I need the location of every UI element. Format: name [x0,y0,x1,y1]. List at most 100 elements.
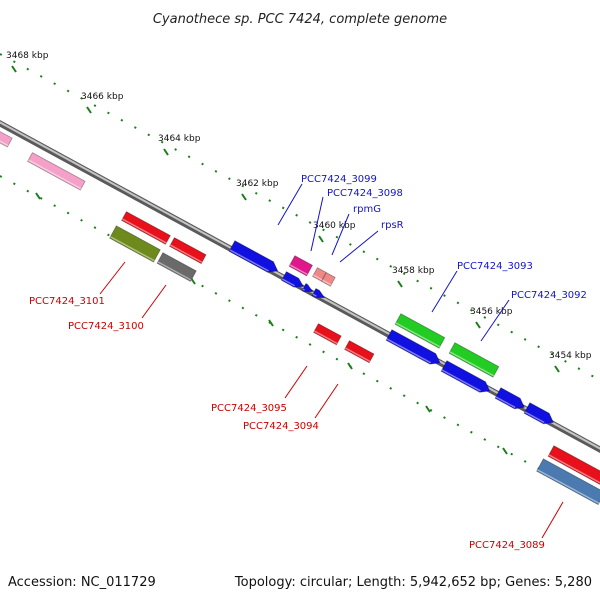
leader-pcc7424-3099 [277,183,303,226]
tick-dot [241,184,245,188]
tick-dot [523,460,527,463]
label-pcc7424-3100: PCC7424_3100 [68,321,144,332]
tick-dot [254,191,258,195]
tick-dot [133,126,137,129]
major-tick [554,365,560,373]
leader-pcc7424-3095 [284,365,308,399]
tick-dot [590,374,594,378]
tick-dot [281,206,285,210]
tick-dot [496,323,500,327]
tick-dot [295,213,298,217]
tick-dot [254,313,258,317]
gene-bar-blue [281,271,304,288]
tick-dot [402,272,406,276]
tick-label: 3460 kbp [313,221,356,231]
tick-dot [93,226,97,229]
label-rpsr: rpsR [381,220,404,231]
tick-label: 3468 kbp [6,51,49,61]
tick-dot [416,279,419,283]
tick-dot [308,221,312,224]
tick-dot [362,250,366,254]
tick-dot [228,299,231,303]
tick-dot [443,416,446,419]
tick-dot [322,350,325,354]
tick-dot [295,335,298,339]
tick-dot [483,438,487,441]
gene-bar-red [169,237,207,265]
tick-dot [26,67,30,71]
label-leader-lines [99,183,564,539]
major-tick [397,280,403,288]
major-tick [502,447,508,455]
gene-bar-pcc7424-3092 [448,342,500,378]
major-tick [86,106,92,114]
tick-dot [456,423,460,427]
tick-dot [187,155,191,159]
tick-dot [107,233,110,237]
tick-dot [537,345,540,349]
tick-dot [12,182,16,186]
label-pcc7424-3089: PCC7424_3089 [469,540,545,551]
tick-dot [281,328,285,332]
major-tick [425,405,431,413]
leader-pcc7424-3094 [314,383,339,419]
gene-bar-pcc7424-3089 [536,458,600,506]
tick-dot [416,401,419,405]
gene-bar-blue [311,287,326,299]
label-pcc7424-3093: PCC7424_3093 [457,261,533,272]
leader-rpss [339,230,379,263]
gene-bar-rpsr [321,272,336,287]
tick-dot [429,286,433,290]
tick-dot [470,308,473,312]
genome-summary-text: Topology: circular; Length: 5,942,652 bp… [234,575,592,590]
gene-bar-pink [27,152,86,191]
tick-label: 3464 kbp [158,134,201,144]
tick-label: 3454 kbp [549,351,592,361]
tick-dot [510,330,514,334]
label-pcc7424-3098: PCC7424_3098 [327,188,403,199]
gene-bar-pcc7424-3093 [394,313,446,349]
tick-dot [362,372,366,376]
tick-dot [120,118,124,122]
major-tick [35,192,41,200]
leader-pcc7424-3100 [141,284,167,319]
gene-bar-pcc7424-3099 [288,255,313,277]
tick-dot [39,75,43,78]
leader-pcc7424-3089 [541,501,564,539]
tick-dot [214,292,218,295]
tick-dot [201,162,204,166]
tick-dot [564,360,567,363]
tick-dot [349,243,352,246]
major-tick [241,193,247,201]
tick-dot [523,338,527,341]
tick-dot [0,175,3,178]
major-tick [268,319,274,327]
label-pcc7424-3101: PCC7424_3101 [29,296,105,307]
leader-pcc7424-3092 [480,299,510,342]
leader-pcc7424-3093 [431,270,458,313]
tick-label: 3466 kbp [81,92,124,102]
tick-dot [577,367,581,371]
tick-dot [53,82,57,86]
tick-label: 3456 kbp [470,307,513,317]
major-tick [475,321,481,329]
gene-bar-pcc7424-3101 [109,225,161,263]
gene-bar-blue [494,387,525,410]
gene-bar-blue [440,360,491,393]
gene-bar-pcc7424-3100 [156,252,197,282]
tick-dot [0,53,3,56]
label-pcc7424-3092: PCC7424_3092 [511,290,587,301]
tick-dot [66,89,70,93]
gene-bar-blue [301,282,314,293]
tick-dot-rows [0,53,594,500]
gene-bar-red [121,211,171,245]
tick-dot [443,294,446,297]
tick-dot [93,104,97,107]
major-tick [347,362,353,370]
tick-dot [510,452,514,456]
leader-rpmg [331,213,350,256]
tick-dot [470,430,473,434]
tick-dot [39,197,43,200]
tick-dot [12,60,16,64]
